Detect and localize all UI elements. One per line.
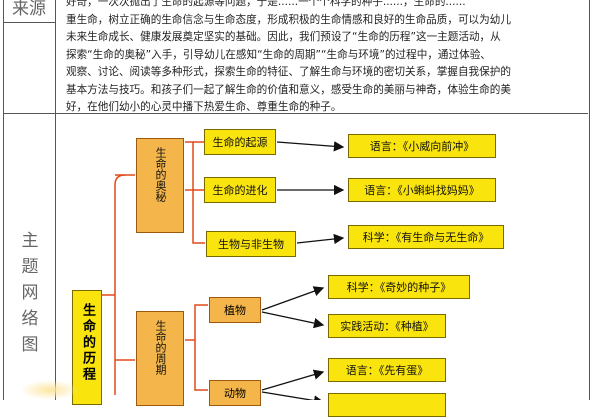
intro-line: 好奇，一次次抛出了生命的起源等问题，于是......一个个科学的种子......…	[66, 0, 466, 8]
topic-origin: 生命的起源	[204, 129, 276, 155]
column-divider	[55, 0, 56, 400]
activity-language-xiaowei: 语言：《小威向前冲》	[348, 134, 496, 158]
section-label-network: 主题网络图	[21, 231, 41, 355]
topic-plants: 植物	[209, 297, 261, 323]
branch-node-label: 生命的周期	[154, 320, 167, 375]
topic-evolution: 生命的进化	[204, 177, 276, 203]
concept-map-lines	[102, 141, 345, 400]
intro-line: 基本方法与技巧。和孩子们一起了解生命的价值和意义，感受生命的美丽与神奇，体验生命…	[66, 83, 511, 96]
branch-node-lifecycle: 生命的周期	[136, 311, 184, 406]
branch-node-mystery: 生命的奥秘	[136, 138, 184, 233]
topic-animals: 动物	[209, 380, 261, 406]
label-row-divider	[3, 22, 56, 23]
activity-language-tadpole: 语言：《小蝌蚪找妈妈》	[348, 178, 496, 202]
table-frame	[3, 0, 590, 400]
document-page: 来源 主题网络图 好奇，一次次抛出了生命的起源等问题，于是......一个个科学…	[3, 0, 590, 417]
intro-line: 未来生命成长、健康发展奠定坚实的基础。因此，我们预设了“生命的历程”这一主题活动…	[66, 31, 501, 43]
intro-line: 探索“生命的奥秘”入手，引导幼儿在感知“生命的周期”“生命与环境”的过程中，通过…	[66, 48, 491, 61]
activity-science-seeds: 科学：《奇妙的种子》	[328, 275, 470, 299]
activity-science-living: 科学：《有生命与无生命》	[348, 225, 504, 249]
intro-paragraph: 好奇，一次次抛出了生命的起源等问题，于是......一个个科学的种子......…	[66, 0, 584, 117]
intro-line: 好，在他们幼小的心灵中播下热爱生命、尊重生命的种子。	[66, 101, 342, 113]
activity-practice-planting: 实践活动：《种植》	[328, 314, 446, 338]
intro-line: 重生命，树立正确的生命信念与生命态度，形成积极的生命情感和良好的生命品质，可以为…	[66, 13, 511, 26]
activity-partial	[328, 393, 446, 417]
activity-language-egg: 语言：《先有蛋》	[328, 358, 446, 382]
section-label-source: 来源	[12, 0, 46, 19]
intro-line: 观察、讨论、阅读等多种形式，探索生命的特征、了解生命与环境的密切关系，掌握自我保…	[66, 66, 511, 78]
root-node: 生命的历程	[72, 290, 102, 405]
watermark-glow	[20, 380, 80, 400]
topic-living-nonliving: 生物与非生物	[206, 231, 296, 257]
root-node-label: 生命的历程	[80, 303, 95, 383]
branch-node-label: 生命的奥秘	[154, 147, 167, 202]
row-divider	[3, 113, 588, 114]
